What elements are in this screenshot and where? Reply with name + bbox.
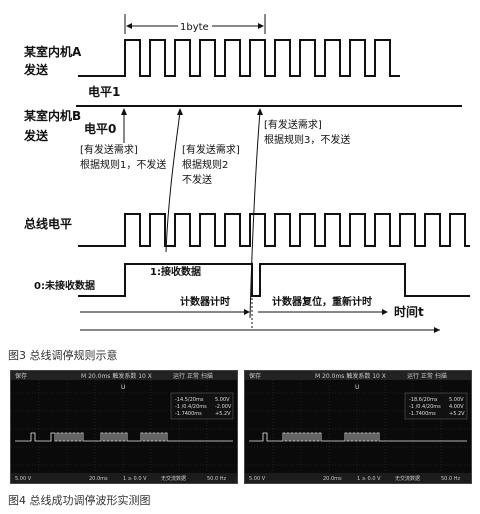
row-b-label-line2: 发送 xyxy=(23,128,49,143)
note3-line2: 根据规则3，不发送 xyxy=(264,133,350,146)
scope-footer-5: 50.0 Hz xyxy=(441,476,460,482)
receive-indicator-waveform xyxy=(78,263,470,297)
scope-footer-2: 20.0ms xyxy=(89,476,108,482)
note2-line3: 不发送 xyxy=(182,173,212,186)
scope-readout-3: -1.7400ms xyxy=(175,411,202,417)
arrowhead-note3 xyxy=(257,108,263,115)
arrowhead-note1 xyxy=(121,108,127,115)
figure4-caption: 图4 总线成功调停波形实测图 xyxy=(8,494,151,507)
bus-label: 总线电平 xyxy=(24,216,72,231)
byte-arrowhead-right xyxy=(258,23,264,29)
scope-readout-right-2: 4.00V xyxy=(449,404,464,410)
row-a-waveform xyxy=(78,39,400,77)
scope-marker: U xyxy=(121,384,125,391)
level0-label: 电平0 xyxy=(84,121,116,136)
byte-label: 1byte xyxy=(180,22,209,33)
row-a-label-line1: 某室内机A xyxy=(24,44,82,59)
note3-line1: [有发送需求] xyxy=(264,118,322,131)
scope-header-mid: M 20.0ms 触发系数 10 X xyxy=(81,372,152,380)
scope-footer-4: 无交流数据 xyxy=(161,475,186,482)
arrow-note2 xyxy=(165,111,181,253)
byte-arrowhead-left xyxy=(126,23,132,29)
note1-line1: [有发送需求] xyxy=(80,143,138,156)
scope-readout-1: -18.6/20ms xyxy=(409,397,438,403)
scope-trace xyxy=(249,432,467,442)
scope-readout-right-3: +5.2V xyxy=(449,411,465,417)
note1-line2: 根据规则1，不发送 xyxy=(80,158,166,171)
scope-readout-right-3: +5.2V xyxy=(215,411,231,417)
arrow-note3 xyxy=(249,111,261,319)
scope-readout-right-1: 5.00V xyxy=(215,397,230,403)
time-axis-arrowhead xyxy=(434,327,440,333)
scope-header-right: 运行 正常 扫描 xyxy=(407,372,447,380)
oscilloscope-right: 保存 M 20.0ms 触发系数 10 X 运行 正常 扫描 U -18.6/2… xyxy=(244,370,472,484)
note2-line1: [有发送需求] xyxy=(182,143,240,156)
level1-label: 电平1 xyxy=(88,84,120,99)
counter-reset-label: 计数器复位，重新计时 xyxy=(272,295,372,308)
receiving-label: 1:接收数据 xyxy=(150,265,201,278)
scope-readout-2: -1 /0.4/20ms xyxy=(409,404,441,410)
bus-waveform xyxy=(78,213,470,247)
scope-readout-3: -1.7400ms xyxy=(409,411,436,417)
note2-line2: 根据规则2 xyxy=(182,158,228,171)
scope-readout-box xyxy=(404,392,468,420)
scope-header-left: 保存 xyxy=(249,372,261,380)
figure3-caption: 图3 总线调停规则示意 xyxy=(8,349,118,362)
scope-header-right: 运行 正常 扫描 xyxy=(173,372,213,380)
counter-timing-arrowhead xyxy=(244,309,250,315)
scope-footer-3: 1 ≥ 0.0 V xyxy=(357,476,381,482)
time-label: 时间t xyxy=(394,304,424,319)
scope-footer-2: 20.0ms xyxy=(323,476,342,482)
scope-header-mid: M 20.0ms 触发系数 10 X xyxy=(315,372,386,380)
scope-readout-2: -1 /0.4/20ms xyxy=(175,404,207,410)
scope-footer-1: 5.00 V xyxy=(249,476,266,482)
scope-readout-right-2: -2.00V xyxy=(215,404,232,410)
scope-header-left: 保存 xyxy=(15,372,27,380)
row-a-label-line2: 发送 xyxy=(23,62,49,77)
bus-arbitration-diagram: 1byte 某室内机A 发送 电平1 某室内机B 发送 电平0 [有发送需求] … xyxy=(23,14,470,333)
counter-timing-label: 计数器计时 xyxy=(180,295,230,308)
scope-header-bar xyxy=(11,371,237,380)
scope-readout-box xyxy=(170,392,234,420)
scope-readout-right-1: 5.00V xyxy=(449,397,464,403)
scope-readout-1: -14.5/20ms xyxy=(175,397,204,403)
oscilloscope-left: 保存 M 20.0ms 触发系数 10 X 运行 正常 扫描 U -14.5/2… xyxy=(10,370,238,484)
scope-marker: U xyxy=(355,384,359,391)
scope-footer-bar xyxy=(11,473,237,483)
scope-footer-1: 5.00 V xyxy=(15,476,32,482)
scope-header-bar xyxy=(245,371,471,380)
scope-footer-bar xyxy=(245,473,471,483)
not-receiving-label: 0:未接收数据 xyxy=(34,279,95,292)
scope-footer-5: 50.0 Hz xyxy=(207,476,226,482)
row-b-label-line1: 某室内机B xyxy=(24,108,81,123)
counter-reset-arrowhead xyxy=(382,309,388,315)
arrowhead-note2 xyxy=(177,108,183,115)
scope-trace xyxy=(15,432,233,442)
scope-footer-4: 无交流数据 xyxy=(395,475,420,482)
scope-footer-3: 1 ≥ 0.0 V xyxy=(123,476,147,482)
